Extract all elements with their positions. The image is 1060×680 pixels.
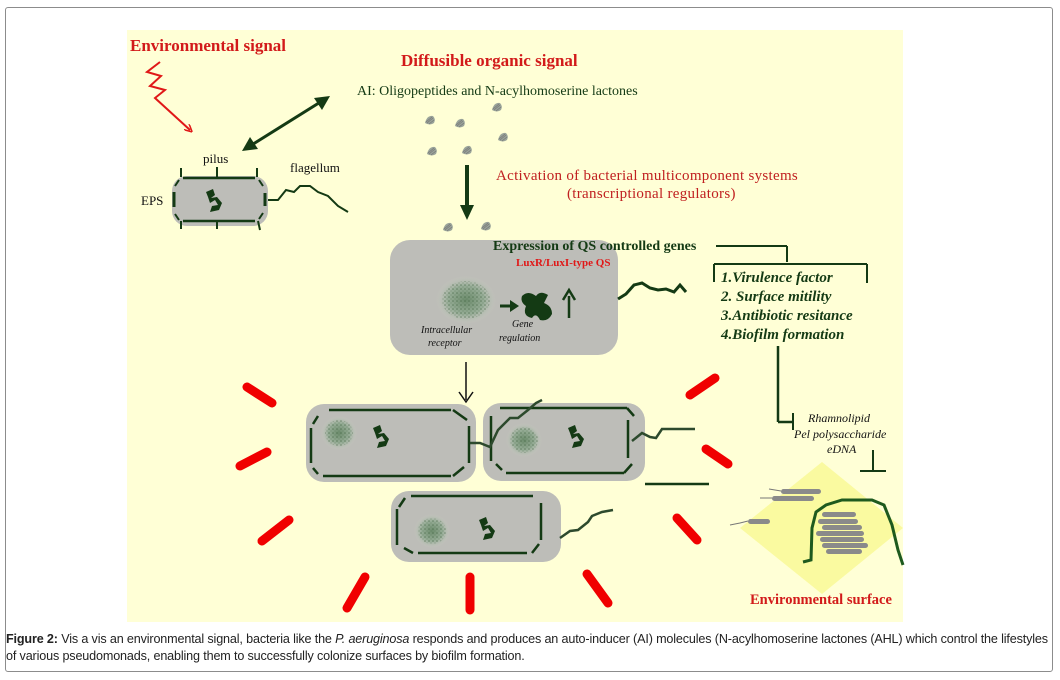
division-arrow-icon <box>458 362 474 404</box>
signal-ray <box>342 572 370 613</box>
daughter-cell <box>470 398 695 481</box>
gene-regulation-icon <box>521 292 552 321</box>
outcome-item: 2. Surface mitility <box>720 289 832 305</box>
arrow-right-icon <box>510 300 519 312</box>
outcome-item: 3.Antibiotic resitance <box>720 308 853 324</box>
caption-text: Vis a vis an environmental signal, bacte… <box>57 632 336 646</box>
edna-label: eDNA <box>827 442 857 456</box>
lightning-signal-icon <box>144 61 190 130</box>
signal-ray <box>685 373 720 400</box>
daughter-cell <box>306 404 476 482</box>
signal-ray <box>235 447 272 471</box>
pilus-label: pilus <box>203 151 228 166</box>
gene-label-line1: Gene <box>512 319 534 330</box>
signal-ray <box>672 513 702 545</box>
signal-ray <box>582 569 613 608</box>
flagellum-label: flagellum <box>290 160 340 175</box>
gene-label-line2: regulation <box>499 333 540 344</box>
rhamnolipid-label: Rhamnolipid <box>807 411 871 425</box>
diffusible-signal-label: Diffusible organic signal <box>401 51 578 70</box>
biofilm-cluster <box>816 512 868 554</box>
receptor-cell <box>390 240 688 355</box>
bacterium-single <box>172 167 349 231</box>
outcomes-bracket <box>713 263 868 283</box>
signal-rays <box>235 373 733 615</box>
matrix-connector <box>776 346 794 430</box>
inhibit-bar <box>860 450 886 472</box>
caption-species: P. aeruginosa <box>335 632 410 646</box>
down-arrow-icon <box>460 165 474 220</box>
activation-label-line1: Activation of bacterial multicomponent s… <box>496 168 798 184</box>
figure-frame <box>5 7 1053 672</box>
ai-molecules-label: AI: Oligopeptides and N-acylhomoserine l… <box>357 84 638 99</box>
intracellular-label-line2: receptor <box>428 338 462 349</box>
signal-ray <box>257 515 294 546</box>
outcome-item: 4.Biofilm formation <box>720 327 844 343</box>
activation-label-line2: (transcriptional regulators) <box>567 186 736 202</box>
daughter-cell <box>391 491 614 562</box>
intracellular-label-line1: Intracellular <box>420 325 472 336</box>
caption-label: Figure 2: <box>6 632 58 646</box>
eps-label: EPS <box>141 193 163 208</box>
environmental-surface-label: Environmental surface <box>750 592 892 608</box>
outcome-item: 1.Virulence factor <box>721 270 833 286</box>
signal-ray <box>242 382 277 408</box>
environmental-surface <box>729 462 905 594</box>
signal-ray <box>701 444 733 469</box>
expression-label: Expression of QS controlled genes <box>493 239 697 254</box>
environmental-signal-label: Environmental signal <box>130 36 286 55</box>
caption-text: responds and produces an auto-inducer (A… <box>6 632 1048 663</box>
edna-matrix <box>802 498 905 566</box>
pel-label: Pel polysaccharide <box>793 427 887 441</box>
double-arrow-icon <box>242 96 330 151</box>
luxr-label: LuxR/LuxI-type QS <box>516 257 610 269</box>
figure-caption: Figure 2: Vis a vis an environmental sig… <box>6 631 1056 665</box>
